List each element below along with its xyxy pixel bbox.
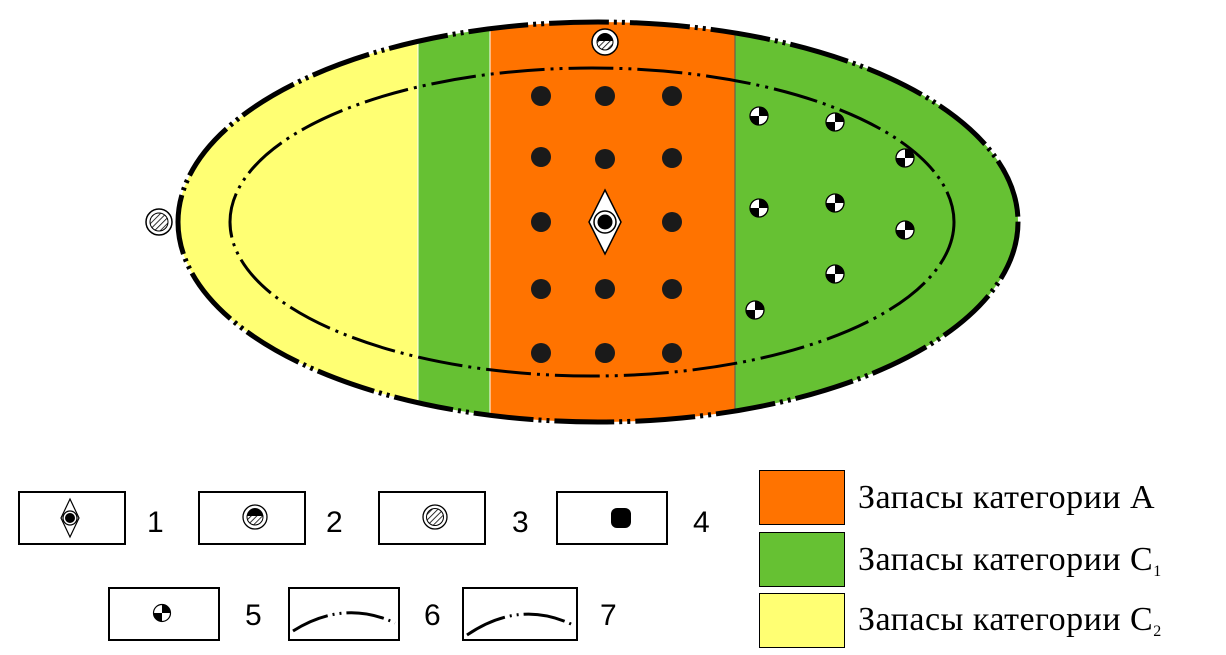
category-c2-swatch bbox=[759, 593, 845, 648]
legend-number: 6 bbox=[424, 599, 441, 632]
category-a-label: Запасы категории А bbox=[858, 481, 1155, 515]
zone-c1-left bbox=[418, 22, 490, 422]
legend-box-1 bbox=[18, 491, 126, 545]
legend-box-6 bbox=[288, 587, 400, 641]
hatched-well-icon bbox=[422, 504, 448, 530]
category-a-swatch bbox=[759, 470, 845, 525]
crossed-well-icon bbox=[152, 603, 172, 623]
crossed-wells bbox=[745, 106, 915, 320]
production-well-icon bbox=[662, 343, 682, 363]
legend-box-3 bbox=[378, 491, 486, 545]
category-c2-subscript: 2 bbox=[1153, 623, 1162, 640]
category-c2-text: Запасы категории С bbox=[858, 601, 1154, 638]
production-well-icon bbox=[662, 279, 682, 299]
legend-number: 4 bbox=[693, 506, 710, 539]
hatched-dark-well-icon bbox=[591, 28, 619, 56]
outer-contour bbox=[175, 19, 1021, 425]
production-well-icon bbox=[531, 147, 551, 167]
crossed-well-icon bbox=[895, 220, 915, 240]
production-wells bbox=[531, 86, 682, 363]
inner-contour bbox=[228, 66, 956, 378]
category-c1-subscript: 1 bbox=[1153, 563, 1162, 580]
hatched-well-icon bbox=[145, 208, 173, 236]
crossed-well-icon bbox=[825, 193, 845, 213]
discovery-well-icon bbox=[60, 497, 80, 539]
production-well-icon bbox=[595, 149, 615, 169]
category-c2-label: Запасы категории С2 bbox=[858, 603, 1162, 640]
production-well-icon bbox=[662, 86, 682, 106]
production-well-icon bbox=[595, 343, 615, 363]
legend-box-2 bbox=[198, 491, 306, 545]
outer-contour-line-icon bbox=[292, 611, 396, 633]
production-well-icon bbox=[662, 212, 682, 232]
category-c1-swatch bbox=[759, 532, 845, 587]
legend-number: 1 bbox=[147, 506, 164, 539]
production-well-icon bbox=[531, 343, 551, 363]
production-well-icon bbox=[662, 148, 682, 168]
discovery-well-icon bbox=[588, 188, 622, 256]
crossed-well-icon bbox=[749, 106, 769, 126]
category-c1-text: Запасы категории С bbox=[858, 541, 1154, 578]
crossed-well-icon bbox=[749, 198, 769, 218]
crossed-well-icon bbox=[745, 300, 765, 320]
legend-box-4 bbox=[556, 491, 668, 545]
production-well-icon bbox=[595, 86, 615, 106]
zone-c2 bbox=[178, 22, 418, 422]
legend-box-5 bbox=[108, 587, 220, 641]
legend-number: 5 bbox=[245, 599, 262, 632]
legend-number: 7 bbox=[600, 599, 617, 632]
production-well-icon bbox=[531, 86, 551, 106]
category-a-text: Запасы категории А bbox=[858, 479, 1156, 516]
legend-box-7 bbox=[462, 587, 578, 641]
legend-number: 3 bbox=[512, 506, 529, 539]
crossed-well-icon bbox=[825, 112, 845, 132]
production-well-icon bbox=[595, 279, 615, 299]
inner-contour-line-icon bbox=[466, 612, 574, 637]
zone-c1-right bbox=[735, 22, 1018, 422]
hatched-dark-well-icon bbox=[242, 504, 268, 530]
production-well-icon bbox=[531, 212, 551, 232]
crossed-well-icon bbox=[825, 264, 845, 284]
category-c1-label: Запасы категории С1 bbox=[858, 543, 1162, 580]
legend-number: 2 bbox=[326, 506, 343, 539]
production-well-icon bbox=[611, 508, 631, 528]
crossed-well-icon bbox=[895, 148, 915, 168]
production-well-icon bbox=[531, 279, 551, 299]
